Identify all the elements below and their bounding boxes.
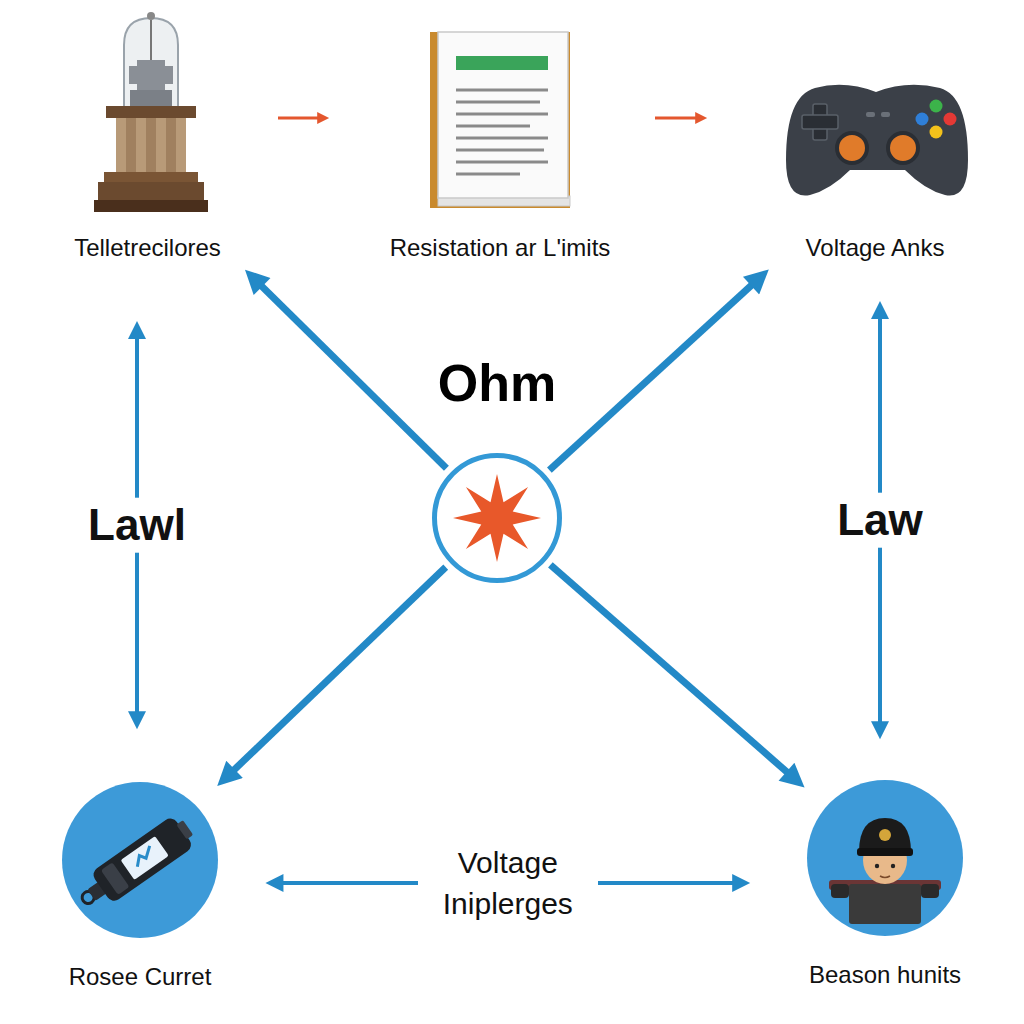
arrow-connector: [878, 309, 882, 731]
gamepad-button: [916, 113, 929, 126]
document-line: [456, 173, 520, 176]
gamepad-button: [930, 100, 943, 113]
gamepad-stick: [888, 133, 918, 163]
gamepad-select: [866, 112, 875, 117]
figure-base: [130, 90, 172, 106]
document-line: [456, 149, 544, 152]
column-stripe: [126, 118, 136, 172]
gamepad-start: [881, 112, 890, 117]
hub-heading: Ohm: [438, 353, 556, 413]
caption-group: Resistation ar L'imits: [390, 234, 611, 262]
circle-icon: [453, 474, 541, 562]
document-line: [456, 137, 548, 140]
gamepad-button: [930, 126, 943, 139]
arrow-connector: [253, 277, 447, 468]
document-node: Resistation ar L'imits: [360, 25, 640, 262]
circle-outline: [432, 453, 562, 583]
dome-knob: [147, 12, 155, 20]
pedestal-step: [104, 172, 198, 182]
figure-arm: [129, 66, 137, 84]
figure-arm: [165, 66, 173, 84]
document-spine: [430, 32, 570, 208]
document-icon: [430, 32, 570, 208]
gamepad-icon: [786, 85, 968, 196]
gamepad-node: Voltage Anks: [770, 60, 980, 262]
node-caption: Rosee Curret: [69, 963, 212, 991]
node-caption: Resistation ar L'imits: [390, 234, 611, 262]
caption-group: Voltage Anks: [806, 234, 945, 262]
document-line: [456, 161, 548, 164]
person-circle: Beason hunits: [807, 780, 963, 936]
circle-outline: [62, 782, 218, 938]
gamepad-button: [944, 113, 957, 126]
gamepad-stick: [837, 133, 867, 163]
arrow-connector: [135, 329, 139, 721]
column-stripe: [146, 118, 156, 172]
caption-group: Rosee Curret: [69, 963, 212, 991]
arrow-connector: [549, 277, 760, 470]
pedestal-top: [106, 106, 196, 118]
pedestal-column: [116, 118, 186, 172]
document-line: [456, 125, 530, 128]
arrow-connector: [278, 117, 324, 120]
node-caption: Telletrecilores: [74, 234, 221, 262]
node-caption: Voltage Anks: [806, 234, 945, 262]
arrow-connector: [655, 117, 702, 120]
glass-dome: [124, 18, 178, 108]
arrow-connector: [225, 567, 446, 778]
device-circle: Rosee Curret: [62, 782, 218, 938]
document-heading-bar: [456, 56, 548, 70]
node-caption: Beason hunits: [809, 961, 961, 989]
circle-outline: [807, 780, 963, 936]
document-line: [456, 113, 548, 116]
arrow-connector: [274, 881, 743, 885]
trophy-node: Telletrecilores: [50, 15, 245, 262]
figure-stem: [150, 20, 152, 62]
edge-label: Lawl: [82, 498, 192, 553]
caption-group: Ohm: [438, 353, 556, 413]
arrow-connector: [550, 565, 796, 780]
trophy-icon: [94, 12, 208, 212]
column-stripe: [166, 118, 176, 172]
circle-icon: [72, 812, 199, 917]
circle-icon: [829, 818, 941, 924]
figure-body: [137, 60, 165, 92]
caption-group: Telletrecilores: [74, 234, 221, 262]
pedestal-base: [94, 200, 208, 212]
circle-shape: [435, 456, 560, 581]
document-line: [456, 101, 540, 104]
pedestal-step: [98, 182, 204, 200]
document-page: [438, 32, 568, 198]
gamepad-dpad: [802, 115, 838, 129]
edge-label: Law: [831, 493, 929, 548]
edge-label: Voltage Iniplerges: [418, 841, 598, 926]
circle-shape: [807, 780, 963, 936]
hub-circle: Ohm: [432, 453, 562, 583]
caption-group: Beason hunits: [809, 961, 961, 989]
circle-shape: [62, 782, 218, 938]
gamepad-body: [786, 85, 968, 196]
document-line: [456, 89, 548, 92]
